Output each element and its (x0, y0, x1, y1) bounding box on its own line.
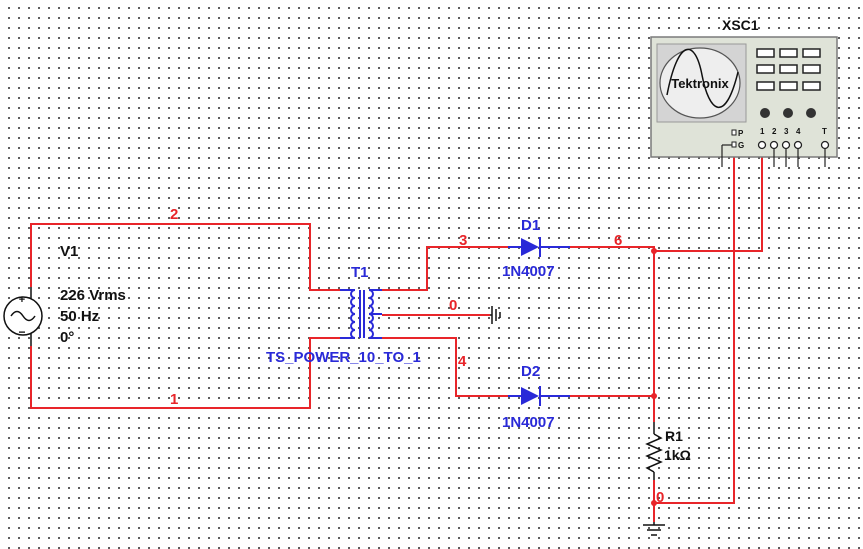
wire-d2-cathode[interactable] (570, 395, 655, 422)
resistor-ref: R1 (665, 428, 683, 444)
resistor-r1[interactable]: R1 1kΩ (645, 422, 691, 480)
wire-r1-bottom[interactable] (653, 146, 735, 504)
diode-d2[interactable]: D2 1N4007 (502, 363, 570, 431)
diode-model: 1N4007 (502, 414, 555, 431)
net-label-0: 0 (656, 489, 664, 506)
source-voltage: 226 Vrms (60, 287, 126, 304)
net-label-3: 3 (459, 232, 467, 249)
source-frequency: 50 Hz (60, 308, 99, 325)
source-ref: V1 (60, 243, 78, 260)
scope-channel-2: 2 (772, 127, 777, 136)
scope-terminal-g: G (738, 141, 744, 150)
diode-ref: D1 (521, 217, 540, 234)
wire-net-6[interactable] (570, 246, 655, 396)
scope-trigger: T (822, 127, 827, 136)
wire-net-4[interactable] (382, 337, 508, 397)
ground-icon (643, 522, 665, 536)
diode-model: 1N4007 (502, 263, 555, 280)
scope-buttons (756, 48, 821, 91)
scope-channel-4: 4 (796, 127, 801, 136)
wire-scope-ch1[interactable] (654, 146, 763, 252)
scope-channel-3: 3 (784, 127, 789, 136)
ac-source-v1[interactable]: + − V1 226 Vrms 50 Hz 0° (3, 243, 126, 346)
net-label-0: 0 (449, 297, 457, 314)
net-label-6: 6 (614, 232, 622, 249)
diode-d1[interactable]: D1 1N4007 (502, 217, 570, 280)
oscilloscope-xsc1[interactable]: XSC1 Tektronix P G 1 2 3 4 T (650, 17, 838, 167)
diode-ref: D2 (521, 363, 540, 380)
scope-ref: XSC1 (722, 17, 759, 33)
junction-dot (651, 393, 657, 399)
junction-dot (651, 248, 657, 254)
net-label-4: 4 (458, 353, 467, 370)
transformer-model: TS_POWER_10_TO_1 (266, 349, 421, 366)
scope-brand: Tektronix (671, 76, 729, 91)
junction-dot (651, 500, 657, 506)
diode-icon (521, 387, 539, 405)
scope-probe-pins[interactable] (757, 140, 830, 150)
resistor-icon (645, 433, 663, 473)
net-label-1: 1 (170, 391, 178, 408)
wire-net-3[interactable] (382, 246, 508, 291)
wire-net-1[interactable] (30, 337, 340, 409)
wires (30, 146, 763, 522)
transformer-t1[interactable]: T1 TS_POWER_10_TO_1 (266, 264, 421, 366)
transformer-ref: T1 (351, 264, 369, 281)
scope-knobs (760, 108, 816, 118)
ground-icon (490, 306, 501, 324)
net-label-2: 2 (170, 206, 178, 223)
sine-wave-icon (666, 48, 739, 109)
svg-text:+: + (19, 294, 25, 306)
scope-screen (659, 47, 741, 119)
scope-channel-1: 1 (760, 127, 765, 136)
scope-terminal-p: P (738, 129, 744, 138)
svg-text:−: − (18, 325, 25, 339)
wire-net-2[interactable] (30, 223, 340, 291)
diode-icon (521, 238, 539, 256)
resistor-value: 1kΩ (664, 447, 691, 463)
source-phase: 0° (60, 329, 74, 346)
